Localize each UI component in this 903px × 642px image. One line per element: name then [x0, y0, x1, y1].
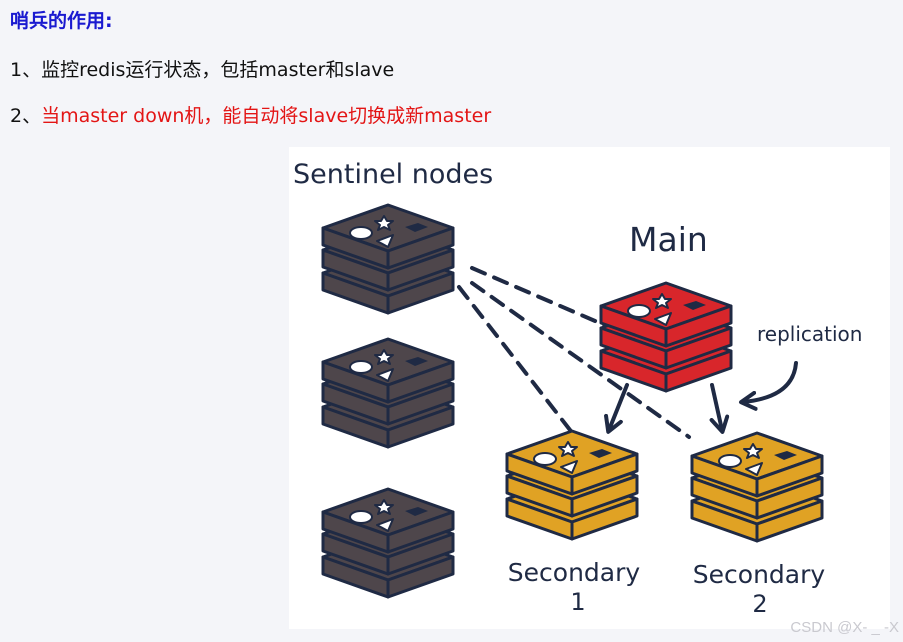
secondary-2-number: 2: [752, 590, 767, 618]
sentinel-node-2-icon: [321, 337, 455, 449]
list-item-2-number: 2、: [10, 105, 42, 127]
sentinel-diagram: Sentinel nodes Main replication Secondar…: [289, 147, 890, 629]
list-item-1: 1、监控redis运行状态，包括master和slave: [10, 57, 394, 83]
diagram-title: Sentinel nodes: [293, 159, 493, 190]
sentinel-link: [470, 266, 611, 329]
list-item-1-number: 1、: [10, 59, 42, 81]
secondary-1-label: Secondary: [508, 558, 641, 587]
list-item-2-text: 当master down机，能自动将slave切换成新master: [41, 105, 492, 127]
replication-arrow-2: [709, 383, 730, 434]
list-item-2: 2、当master down机，能自动将slave切换成新master: [10, 103, 491, 129]
replication-arrow-1: [604, 383, 629, 434]
sentinel-link: [457, 285, 579, 441]
main-label: Main: [629, 220, 708, 259]
main-node-icon: [599, 281, 733, 393]
sentinel-node-3-icon: [321, 487, 455, 599]
replication-curve-arrow: [739, 361, 798, 411]
secondary-node-2-icon: [690, 431, 824, 543]
secondary-1-number: 1: [570, 588, 585, 616]
list-item-1-text: 监控redis运行状态，包括master和slave: [41, 59, 395, 81]
sentinel-node-1-icon: [321, 203, 455, 315]
replication-arrows: [604, 361, 798, 434]
watermark: CSDN @X- _ -X: [790, 619, 899, 636]
sentinel-link: [470, 281, 691, 439]
secondary-node-1-icon: [505, 429, 639, 541]
secondary-2-label: Secondary: [693, 560, 826, 589]
sentinel-links: [457, 266, 691, 441]
replication-label: replication: [757, 322, 862, 346]
section-heading: 哨兵的作用:: [10, 10, 113, 32]
